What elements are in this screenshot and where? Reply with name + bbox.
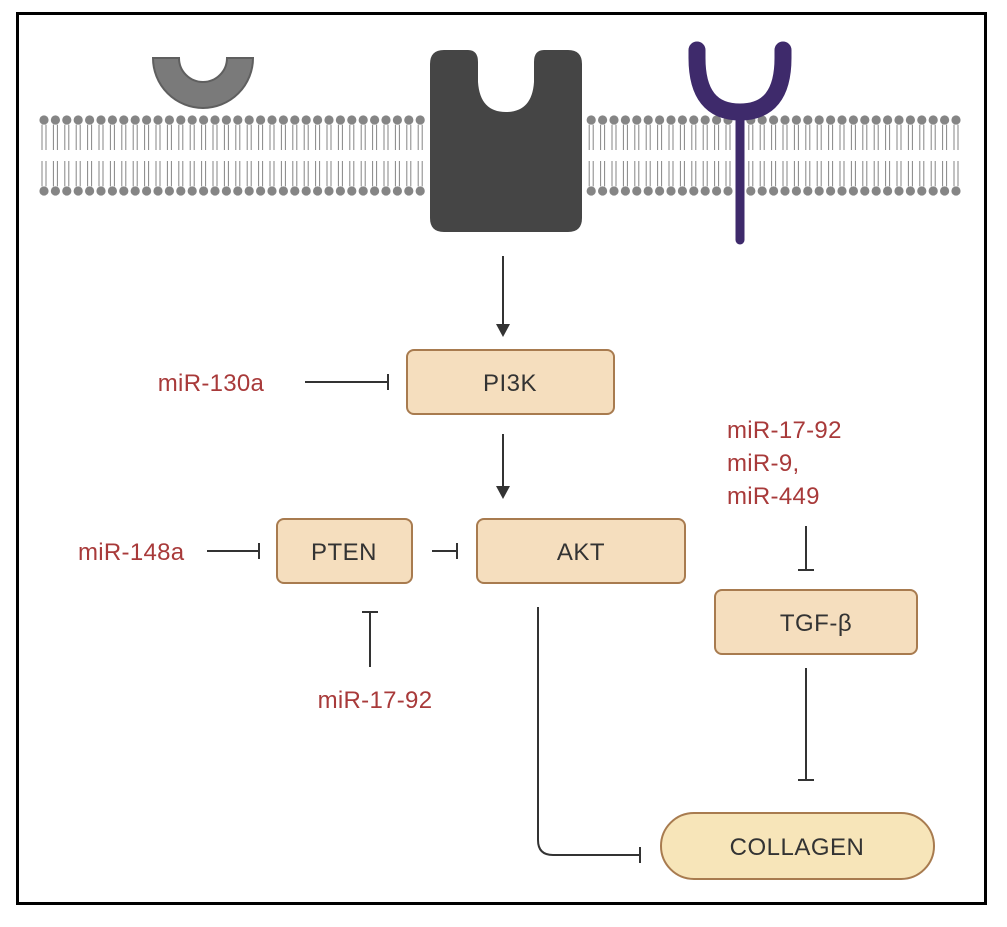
mir-group-line-3: miR-449 [727, 483, 820, 510]
mir148a-inhibits-pten [207, 543, 260, 559]
tgfb-inhibits-collagen [798, 668, 814, 781]
tgfb-label: TGF-β [780, 610, 852, 637]
dark-transmembrane-receptor [430, 50, 582, 232]
tgfb-node [714, 589, 918, 655]
cell-membrane [39, 115, 961, 196]
pten-node [276, 518, 413, 584]
mir148a-label: miR-148a [78, 539, 185, 566]
receptor-to-pi3k-arrowhead [496, 324, 510, 337]
akt-label: AKT [557, 539, 605, 566]
mir130a-inhibits-pi3k [305, 374, 389, 390]
collagen-label: COLLAGEN [730, 834, 865, 861]
purple-receptor [688, 41, 792, 245]
pten-label: PTEN [311, 539, 377, 566]
mir130a-label: miR-130a [158, 370, 265, 397]
diagram-frame [16, 12, 987, 905]
pi3k-node [406, 349, 615, 415]
akt-inhibits-collagen [537, 607, 641, 863]
pi3k-label: PI3K [483, 370, 537, 397]
mir-group-line-1: miR-17-92 [727, 417, 842, 444]
mir1792-inhibits-pten [362, 611, 378, 667]
pi3k-to-akt-arrowhead [496, 486, 510, 499]
mirgroup-inhibits-tgfb [798, 526, 814, 571]
pten-inhibits-akt [432, 543, 458, 559]
mir-group-line-2: miR-9, [727, 450, 799, 477]
mir1792-pten-label: miR-17-92 [318, 687, 433, 714]
akt-node [476, 518, 686, 584]
gray-receptor [151, 57, 255, 109]
collagen-node [660, 812, 935, 880]
